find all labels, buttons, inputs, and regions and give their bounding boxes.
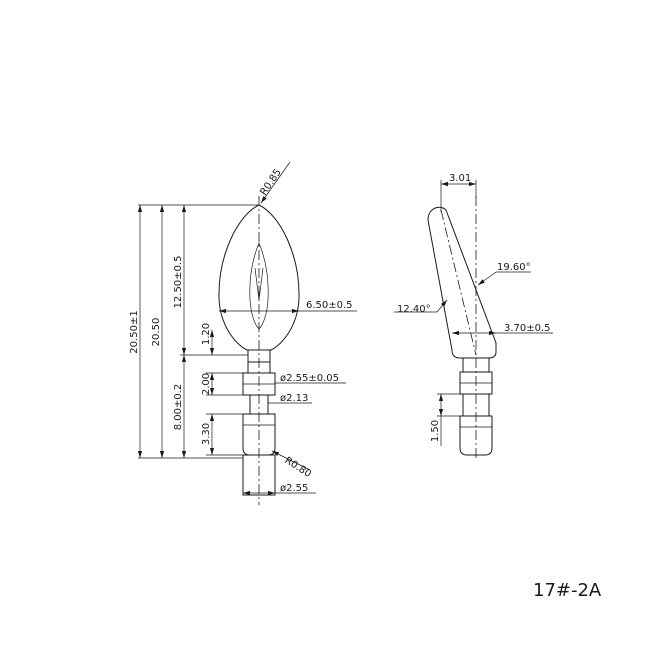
lean-angle-label: 12.40° bbox=[397, 304, 431, 315]
overall-length-tol-label: 20.50±1 bbox=[129, 310, 140, 353]
radius-tip-label: R0.85 bbox=[258, 167, 283, 197]
side-view: 3.01 19.60° 12.40° 3.70±0.5 1.50 bbox=[394, 173, 553, 458]
pin-length-label: 1.50 bbox=[430, 420, 441, 442]
neck-diameter-label: ø2.13 bbox=[280, 393, 308, 404]
bulb-diameter-label: 6.50±0.5 bbox=[306, 300, 353, 311]
filament-lines bbox=[254, 267, 264, 301]
bulb-outline bbox=[218, 204, 300, 351]
tip-offset-label: 3.01 bbox=[449, 173, 471, 184]
pin-diameter-label: ø2.55 bbox=[280, 483, 308, 494]
bulb-length-label: 12.50±0.5 bbox=[173, 256, 184, 309]
base-length-label: 8.00±0.2 bbox=[173, 384, 184, 431]
shank-length-label: 3.30 bbox=[201, 423, 212, 445]
tilt-angle-label: 19.60° bbox=[497, 262, 531, 273]
side-body-outline bbox=[427, 206, 497, 359]
groove-length-label: 2.00 bbox=[201, 373, 212, 395]
neck-outline bbox=[247, 350, 271, 363]
front-view: R0.85 20.50±1 20.50 12.50±0.5 8.00±0.2 1… bbox=[129, 161, 357, 505]
groove-diameter-label: ø2.55±0.05 bbox=[280, 373, 339, 384]
side-pin-outline bbox=[459, 415, 493, 456]
flame-inner bbox=[249, 242, 269, 330]
radius-end-label: R0.80 bbox=[282, 455, 313, 480]
neck-length-label: 1.20 bbox=[201, 323, 212, 345]
base-width-label: 3.70±0.5 bbox=[504, 323, 551, 334]
model-code: 17#-2A bbox=[533, 580, 602, 601]
overall-length-label: 20.50 bbox=[151, 318, 162, 347]
